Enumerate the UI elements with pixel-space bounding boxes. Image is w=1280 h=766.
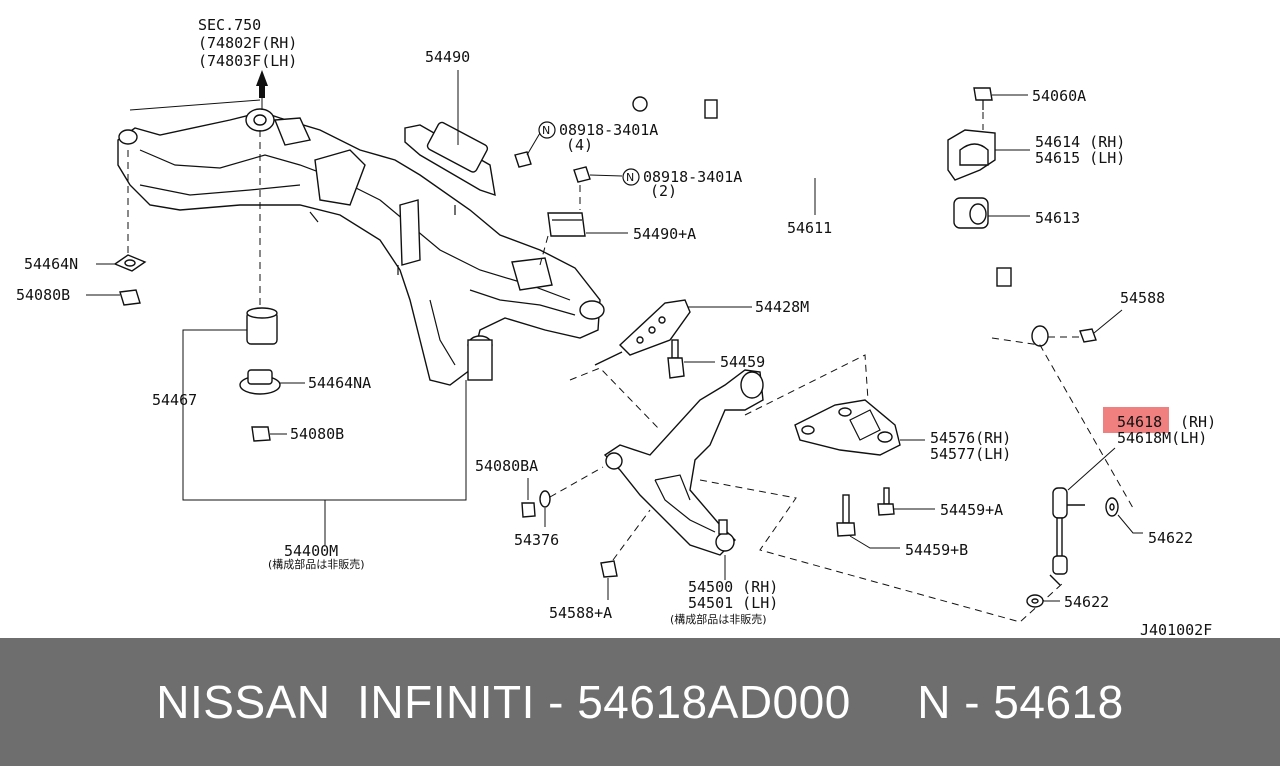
label-54501: 54501 (LH): [688, 594, 778, 612]
part-54588a: [600, 560, 618, 578]
part-54614: [947, 129, 996, 181]
diagram-code: J401002F: [1140, 621, 1212, 638]
footer-part-number: NISSAN INFINITI - 54618AD000 N - 54618: [156, 676, 1124, 728]
part-54060a: [973, 87, 993, 110]
label-54080b-2: 54080B: [290, 425, 344, 443]
label-54459a: 54459+A: [940, 501, 1003, 519]
label-sec750-lh: (74803F(LH): [198, 52, 297, 70]
part-08918-nut-2: [573, 166, 591, 183]
label-54500-note: (構成部品は非販売): [670, 612, 767, 626]
label-54622: 54622: [1148, 529, 1193, 547]
label-54588a: 54588+A: [549, 604, 612, 622]
part-54622: [1105, 497, 1119, 517]
part-54618-link: [1049, 487, 1085, 586]
exploded-view-drawing: SEC.750 (74802F(RH) (74803F(LH) 54464N 5…: [16, 16, 1216, 638]
label-54577: 54577(LH): [930, 445, 1011, 463]
part-54490: [404, 121, 496, 197]
label-08918-2: 08918-3401A: [643, 168, 742, 186]
part-54080ba: [521, 502, 536, 518]
part-54464na: [239, 369, 281, 395]
part-54576-plate: [794, 399, 901, 456]
part-54080b: [119, 289, 141, 306]
label-54459b: 54459+B: [905, 541, 968, 559]
label-54080ba: 54080BA: [475, 457, 538, 475]
label-08918-4: 08918-3401A: [559, 121, 658, 139]
label-54490: 54490: [425, 48, 470, 66]
label-54060a: 54060A: [1032, 87, 1086, 105]
label-54615: 54615 (LH): [1035, 149, 1125, 167]
subframe-drawing: [117, 108, 605, 386]
label-n-symbol-1: N: [542, 124, 550, 137]
part-54467: [246, 307, 278, 345]
label-54613: 54613: [1035, 209, 1080, 227]
part-54613: [953, 197, 989, 229]
nut-symbol-icon: [538, 121, 556, 139]
part-54428m: [594, 299, 691, 366]
footer-banner: NISSAN INFINITI - 54618AD000 N - 54618: [0, 638, 1280, 766]
section-arrow: [256, 70, 268, 110]
highlight-54618: [1103, 407, 1169, 433]
label-54376: 54376: [514, 531, 559, 549]
nut-symbol-icon-2: [622, 168, 640, 186]
label-54618m: 54618M(LH): [1117, 429, 1207, 447]
part-08918-nut-4: [514, 151, 532, 168]
label-54618: 54618: [1117, 413, 1162, 431]
label-54622-2: 54622: [1064, 593, 1109, 611]
part-54459: [667, 339, 685, 379]
part-54464n: [113, 254, 147, 272]
label-sec750-rh: (74802F(RH): [198, 34, 297, 52]
part-54459b: [836, 494, 856, 537]
label-54459: 54459: [720, 353, 765, 371]
label-54428m: 54428M: [755, 298, 809, 316]
part-54588: [1079, 328, 1097, 343]
part-54611-stabilizer: [632, 96, 1049, 347]
part-54622-2: [1026, 594, 1044, 608]
part-54080b-2: [251, 426, 271, 442]
label-54400m-note: (構成部品は非販売): [268, 557, 365, 571]
label-54467: 54467: [152, 391, 197, 409]
label-54080b: 54080B: [16, 286, 70, 304]
label-54576: 54576(RH): [930, 429, 1011, 447]
label-54588: 54588: [1120, 289, 1165, 307]
label-54400m: 54400M: [284, 542, 338, 560]
label-08918-2-qty: (2): [650, 182, 677, 200]
part-54376: [539, 490, 551, 508]
label-08918-4-qty: (4): [566, 136, 593, 154]
label-54611: 54611: [787, 219, 832, 237]
label-54618-rh: (RH): [1180, 413, 1216, 431]
label-n-symbol-2: N: [626, 171, 634, 184]
label-54464na: 54464NA: [308, 374, 371, 392]
parts-diagram: SEC.750 (74802F(RH) (74803F(LH) 54464N 5…: [16, 16, 1217, 638]
label-54500: 54500 (RH): [688, 578, 778, 596]
label-sec750: SEC.750: [198, 16, 261, 34]
part-54500-lower-arm: [603, 369, 764, 556]
label-54464n: 54464N: [24, 255, 78, 273]
label-54614: 54614 (RH): [1035, 133, 1125, 151]
label-54490a: 54490+A: [633, 225, 696, 243]
part-54490a: [547, 212, 586, 237]
part-54459a: [877, 487, 895, 516]
